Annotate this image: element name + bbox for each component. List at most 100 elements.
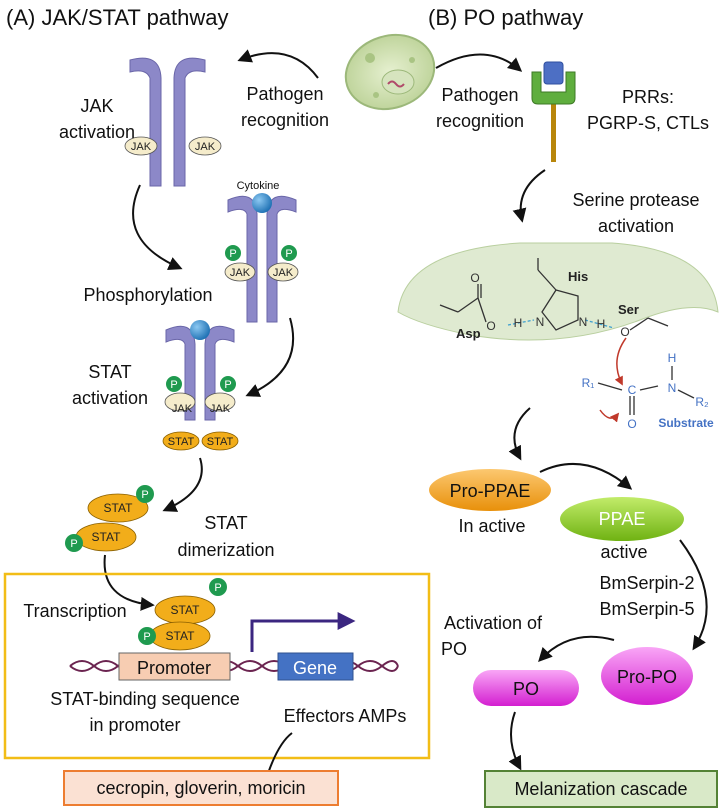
phosphate xyxy=(138,627,156,645)
jak-protein xyxy=(188,136,222,156)
substrate-o: O xyxy=(627,417,636,431)
cytokine-label: Cytokine xyxy=(237,180,280,192)
stat-dimer-bound: STAT STAT P P xyxy=(138,578,227,651)
transcription-label: Transcription xyxy=(23,601,126,621)
panel-a-title: (A) JAK/STAT pathway xyxy=(6,5,229,30)
receptor-stat-activation: JAK JAK P P STAT STAT xyxy=(162,320,239,451)
serine-protease-line1: Serine protease xyxy=(572,190,699,210)
gene-box xyxy=(277,652,354,681)
stat-protein xyxy=(87,493,149,523)
substrate-h: H xyxy=(668,351,677,365)
pathogen-recognition-b-line2: recognition xyxy=(436,111,524,131)
pro-po-label: Pro-PO xyxy=(617,667,677,687)
transcription-box xyxy=(3,572,431,760)
phosphate xyxy=(136,485,154,503)
activation-po-line1: Activation of xyxy=(444,613,543,633)
transcription-start-arrow xyxy=(250,612,356,652)
stat-label: STAT xyxy=(207,436,234,448)
prrs-line1: PRRs: xyxy=(622,87,674,107)
amps-box xyxy=(63,770,339,806)
arrow-protease-to-proppae xyxy=(508,407,531,461)
jak-protein xyxy=(164,392,196,412)
phosphate xyxy=(166,376,182,392)
phosphate-label: P xyxy=(143,631,150,643)
jak-label: JAK xyxy=(273,267,294,279)
stat-label: STAT xyxy=(171,603,201,617)
phosphate xyxy=(220,376,236,392)
inactive-label: In active xyxy=(458,516,525,536)
pro-ppae-label: Pro-PPAE xyxy=(450,481,531,501)
substrate-c: C xyxy=(628,383,637,397)
pathogen-recognition-a-line2: recognition xyxy=(241,110,329,130)
ser-label: Ser xyxy=(618,302,639,317)
active-label: active xyxy=(600,542,647,562)
pathogen-recognition-a-line1: Pathogen xyxy=(246,84,323,104)
stat-label: STAT xyxy=(168,436,195,448)
prr-receptor xyxy=(531,61,576,162)
promoter-label: Promoter xyxy=(137,658,211,678)
serpin-line1: BmSerpin-2 xyxy=(599,573,694,593)
asp-label: Asp xyxy=(456,326,481,341)
substrate-n: N xyxy=(668,381,677,395)
atom-n: N xyxy=(579,315,588,329)
atom-o: O xyxy=(620,325,629,339)
jak-protein xyxy=(224,262,256,282)
substrate-r2: R₂ xyxy=(695,395,709,409)
phosphate-label: P xyxy=(141,489,148,501)
catalytic-triad xyxy=(439,258,695,423)
jak-label: JAK xyxy=(131,141,152,153)
arrow-proppae-to-ppae xyxy=(539,462,633,490)
ppae-shape xyxy=(560,497,684,541)
jak-label: JAK xyxy=(230,267,251,279)
arrow-prr-to-protease xyxy=(512,169,546,223)
ppae-label: PPAE xyxy=(599,509,646,529)
activation-po-line2: PO xyxy=(441,639,467,659)
receptor-phosphorylated: JAK JAK P P xyxy=(224,193,299,323)
arrow-pathogen-to-receptor xyxy=(237,49,319,79)
cytokine xyxy=(190,320,210,340)
stat-label: STAT xyxy=(104,501,134,515)
jak-label: JAK xyxy=(172,403,193,415)
gene-label: Gene xyxy=(293,658,337,678)
po-shape xyxy=(473,670,579,706)
jak-label: JAK xyxy=(195,141,216,153)
arrow-phosphorylation-to-stat xyxy=(245,317,295,397)
prrs-line2: PGRP-S, CTLs xyxy=(587,113,709,133)
stat-dimer: STAT STAT P P xyxy=(65,485,154,552)
jak-label: JAK xyxy=(210,403,231,415)
atom-n: N xyxy=(536,315,545,329)
jak-activation-line1: JAK xyxy=(80,96,113,116)
phosphate xyxy=(209,578,227,596)
atom-h: H xyxy=(597,317,606,331)
phosphate-label: P xyxy=(214,582,221,594)
pathogen-recognition-b-line1: Pathogen xyxy=(441,85,518,105)
effectors-label: Effectors AMPs xyxy=(284,706,407,726)
pathogen-cell xyxy=(344,34,436,110)
atom-o: O xyxy=(486,319,495,333)
amps-label: cecropin, gloverin, moricin xyxy=(96,778,305,798)
cytokine xyxy=(252,193,272,213)
arrow-po-to-melanization xyxy=(508,711,522,771)
promoter-box xyxy=(118,652,231,681)
phosphate-label: P xyxy=(224,379,231,391)
binding-sequence-line1: STAT-binding sequence xyxy=(50,689,239,709)
serine-protease-line2: activation xyxy=(598,216,674,236)
melanization-label: Melanization cascade xyxy=(514,779,687,799)
stat-dimerization-line1: STAT xyxy=(204,513,247,533)
phosphate xyxy=(65,534,83,552)
stat-activation-line2: activation xyxy=(72,388,148,408)
atom-o: O xyxy=(470,271,479,285)
po-label: PO xyxy=(513,679,539,699)
stat-label: STAT xyxy=(166,629,196,643)
his-label: His xyxy=(568,269,588,284)
stat-activation-line1: STAT xyxy=(88,362,131,382)
pro-po-shape xyxy=(601,647,693,705)
arrow-ppae-to-propo xyxy=(679,539,708,651)
arrow-stat-to-dimer xyxy=(162,457,203,512)
arrow-pathogen-to-prr xyxy=(435,53,523,72)
jak-protein xyxy=(124,136,158,156)
stat-label: STAT xyxy=(92,530,122,544)
panel-b-title: (B) PO pathway xyxy=(428,5,583,30)
phosphate xyxy=(281,245,297,261)
